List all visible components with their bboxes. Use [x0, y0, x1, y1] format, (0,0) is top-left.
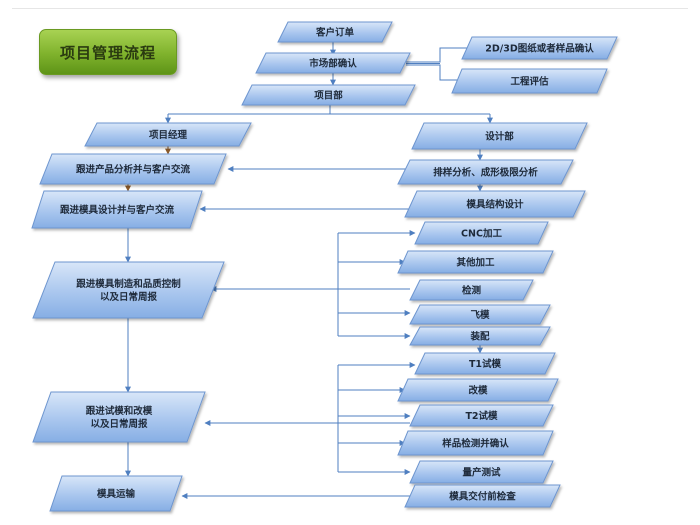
node-shape [414, 221, 549, 245]
node-shape [404, 484, 561, 508]
node-mold-structure-design: 模具结构设计 [404, 190, 586, 218]
node-shape [409, 404, 554, 427]
node-t1-trial: T1试模 [414, 352, 556, 375]
node-shape [277, 21, 393, 43]
node-shape [39, 153, 227, 185]
node-label: 跟进试模和改模 [86, 405, 153, 417]
node-project-manager: 项目经理 [84, 122, 252, 147]
node-label: 项目经理 [149, 129, 188, 141]
node-shape [414, 352, 556, 375]
node-fly-mold: 飞模 [409, 304, 551, 325]
node-label: 排样分析、成形极限分析 [433, 167, 538, 179]
node-shape [397, 159, 574, 185]
node-label: 模具运输 [97, 488, 136, 500]
node-mass-production-test: 量产测试 [409, 460, 554, 484]
node-label: 模具结构设计 [466, 199, 524, 211]
node-label: 工程评估 [510, 76, 549, 88]
node-shape [31, 190, 203, 229]
node-engineering-eval: 工程评估 [451, 68, 608, 94]
node-label: 跟进模具制造和品质控制 [76, 278, 181, 290]
node-label: 模具交付前检查 [449, 491, 516, 503]
node-label: 市场部确认 [309, 58, 357, 70]
node-sample-inspection: 样品检测并确认 [397, 430, 554, 456]
node-label: 检测 [462, 285, 482, 297]
node-cnc-machining: CNC加工 [414, 221, 549, 245]
node-follow-mold-design: 跟进模具设计并与客户交流 [31, 190, 203, 229]
node-other-machining: 其他加工 [397, 250, 554, 274]
node-label: T1试模 [469, 358, 502, 370]
node-label: 改模 [468, 385, 488, 397]
node-project-dept: 项目部 [241, 84, 416, 106]
node-follow-product-analysis: 跟进产品分析并与客户交流 [39, 153, 227, 185]
node-shape [411, 122, 588, 150]
top-divider [12, 8, 688, 9]
node-label: 以及日常周报 [100, 291, 158, 303]
node-label: 装配 [469, 331, 490, 343]
node-shape [32, 261, 225, 319]
node-shape [397, 250, 554, 274]
connector [406, 64, 470, 81]
node-label: 跟进模具设计并与客户交流 [60, 204, 175, 216]
node-shape [255, 52, 411, 74]
node-mold-shipping: 模具运输 [49, 475, 183, 512]
connector [406, 47, 470, 63]
node-drawing-confirm: 2D/3D图纸或者样品确认 [461, 36, 618, 60]
page-title: 项目管理流程 [39, 29, 177, 75]
node-label: 以及日常周报 [90, 418, 148, 430]
node-shape [409, 460, 554, 484]
node-shape [461, 36, 618, 60]
node-label: 项目部 [314, 90, 343, 102]
node-design-dept: 设计部 [411, 122, 588, 150]
node-label: 2D/3D图纸或者样品确认 [485, 43, 594, 55]
node-shape [404, 190, 586, 218]
node-shape [241, 84, 416, 106]
node-layout-analysis: 排样分析、成形极限分析 [397, 159, 574, 185]
node-shape [409, 304, 551, 325]
node-label: 跟进产品分析并与客户交流 [76, 164, 191, 176]
node-pre-delivery-check: 模具交付前检查 [404, 484, 561, 508]
node-label: 客户订单 [315, 27, 355, 39]
node-label: 其他加工 [456, 257, 495, 269]
node-market-confirm: 市场部确认 [255, 52, 411, 74]
node-label: 设计部 [485, 131, 514, 143]
node-label: 飞模 [470, 309, 490, 321]
node-customer-order: 客户订单 [277, 21, 393, 43]
node-inspection: 检测 [409, 279, 534, 301]
node-shape [397, 378, 559, 402]
node-modify-mold: 改模 [397, 378, 559, 402]
node-label: CNC加工 [461, 228, 502, 240]
node-shape [397, 430, 554, 456]
node-shape [32, 391, 206, 443]
node-label: 量产测试 [462, 467, 501, 479]
node-shape [451, 68, 608, 94]
node-label: 样品检测并确认 [442, 438, 509, 450]
node-label: T2试模 [465, 410, 498, 422]
node-shape [409, 326, 551, 346]
node-shape [49, 475, 183, 512]
node-t2-trial: T2试模 [409, 404, 554, 427]
node-assembly: 装配 [409, 326, 551, 346]
node-shape [409, 279, 534, 301]
node-shape [84, 122, 252, 147]
